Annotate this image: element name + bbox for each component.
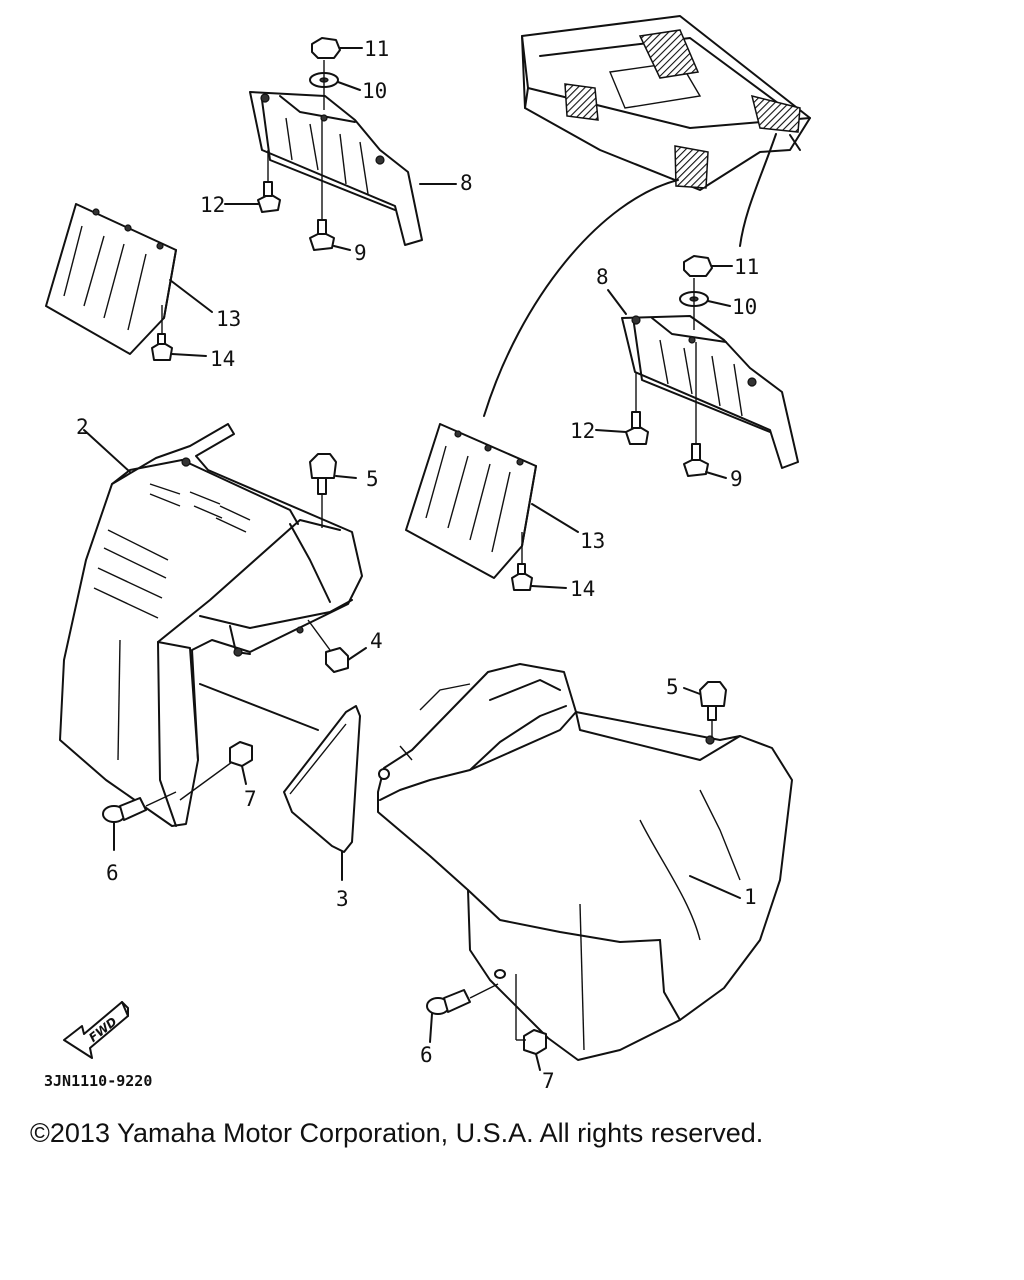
bolt-14-upper (151, 305, 207, 361)
rubber-mount-upper-left (45, 203, 213, 355)
callout-5-right: 5 (666, 675, 679, 699)
side-panel-3 (283, 705, 361, 881)
callout-7-right: 7 (542, 1069, 555, 1093)
callout-8-upper: 8 (460, 171, 473, 195)
bracket-upper-left (249, 91, 423, 246)
callout-11-right: 11 (734, 255, 759, 279)
callout-9-right: 9 (730, 467, 743, 491)
callout-6-right: 6 (420, 1043, 433, 1067)
callout-12-upper: 12 (200, 193, 225, 217)
callout-3: 3 (336, 887, 349, 911)
washer-10-upper (309, 72, 361, 91)
side-cover-right (377, 663, 793, 1061)
leader-curve-left (483, 179, 679, 417)
callout-1: 1 (744, 885, 757, 909)
leader-curve-right (739, 133, 777, 247)
nut-7-left (179, 741, 253, 801)
bolt-14-center (511, 532, 567, 591)
nut-11-upper (311, 37, 363, 59)
callout-4: 4 (370, 629, 383, 653)
nut-7-right (515, 974, 547, 1071)
callout-14-upper: 14 (210, 347, 235, 371)
clip-4 (307, 619, 367, 673)
callout-5-left: 5 (366, 467, 379, 491)
callout-13-center: 13 (580, 529, 605, 553)
copyright-notice: ©2013 Yamaha Motor Corporation, U.S.A. A… (30, 1118, 764, 1148)
bolt-12-right (595, 372, 649, 445)
callout-6-left: 6 (106, 861, 119, 885)
bolt-12-upper (224, 150, 281, 213)
bracket-right (607, 289, 799, 469)
callout-12-right: 12 (570, 419, 595, 443)
callout-13-upper: 13 (216, 307, 241, 331)
callout-9-upper: 9 (354, 241, 367, 265)
nut-11-right (683, 255, 733, 277)
callout-8-right: 8 (596, 265, 609, 289)
parts-diagram: FWD 11 10 8 12 9 13 14 11 10 8 12 9 13 1… (44, 15, 811, 1093)
bolt-9-upper (309, 120, 351, 251)
callout-10-right: 10 (732, 295, 757, 319)
front-cover-left (59, 423, 363, 827)
callout-14-center: 14 (570, 577, 595, 601)
leader-2-3 (199, 683, 319, 731)
bolt-9-right (683, 342, 727, 479)
bolt-5-left (309, 453, 357, 528)
screw-6-left (102, 791, 177, 851)
bolt-5-right (683, 681, 727, 738)
callout-7-left: 7 (244, 787, 257, 811)
washer-10-right (679, 291, 731, 307)
diagram-code: 3JN1110-9220 (44, 1072, 152, 1090)
fwd-arrow-icon: FWD (63, 1001, 129, 1059)
callout-10-upper: 10 (362, 79, 387, 103)
rear-frame-assembly (521, 15, 811, 191)
screw-6-right (426, 983, 499, 1043)
callout-2: 2 (76, 415, 89, 439)
rubber-mount-center (405, 423, 579, 579)
callout-11-upper: 11 (364, 37, 389, 61)
